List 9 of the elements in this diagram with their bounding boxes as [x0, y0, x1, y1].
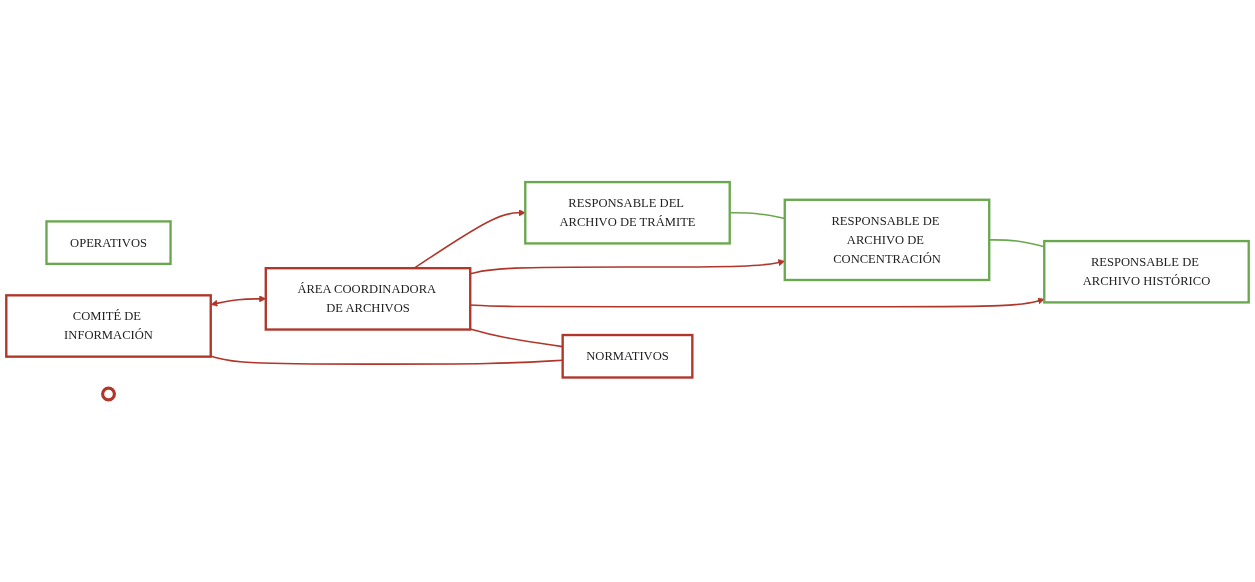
- node-box: RESPONSABLE DE ARCHIVO HISTÓRICO: [1043, 239, 1250, 304]
- node-box: COMITÉ DE INFORMACIÓN: [5, 294, 212, 358]
- node-box: OPERATIVOS: [45, 220, 172, 266]
- arrow: [413, 209, 526, 269]
- node-circle: [101, 386, 116, 402]
- node-box: RESPONSABLE DEL ARCHIVO DE TRÁMITE: [524, 180, 731, 245]
- node-box: NORMATIVOS: [561, 333, 694, 379]
- node-box: RESPONSABLE DE ARCHIVO DE CONCENTRACIÓN: [783, 198, 991, 282]
- node-box: ÁREA COORDINADORA DE ARCHIVOS: [264, 267, 472, 331]
